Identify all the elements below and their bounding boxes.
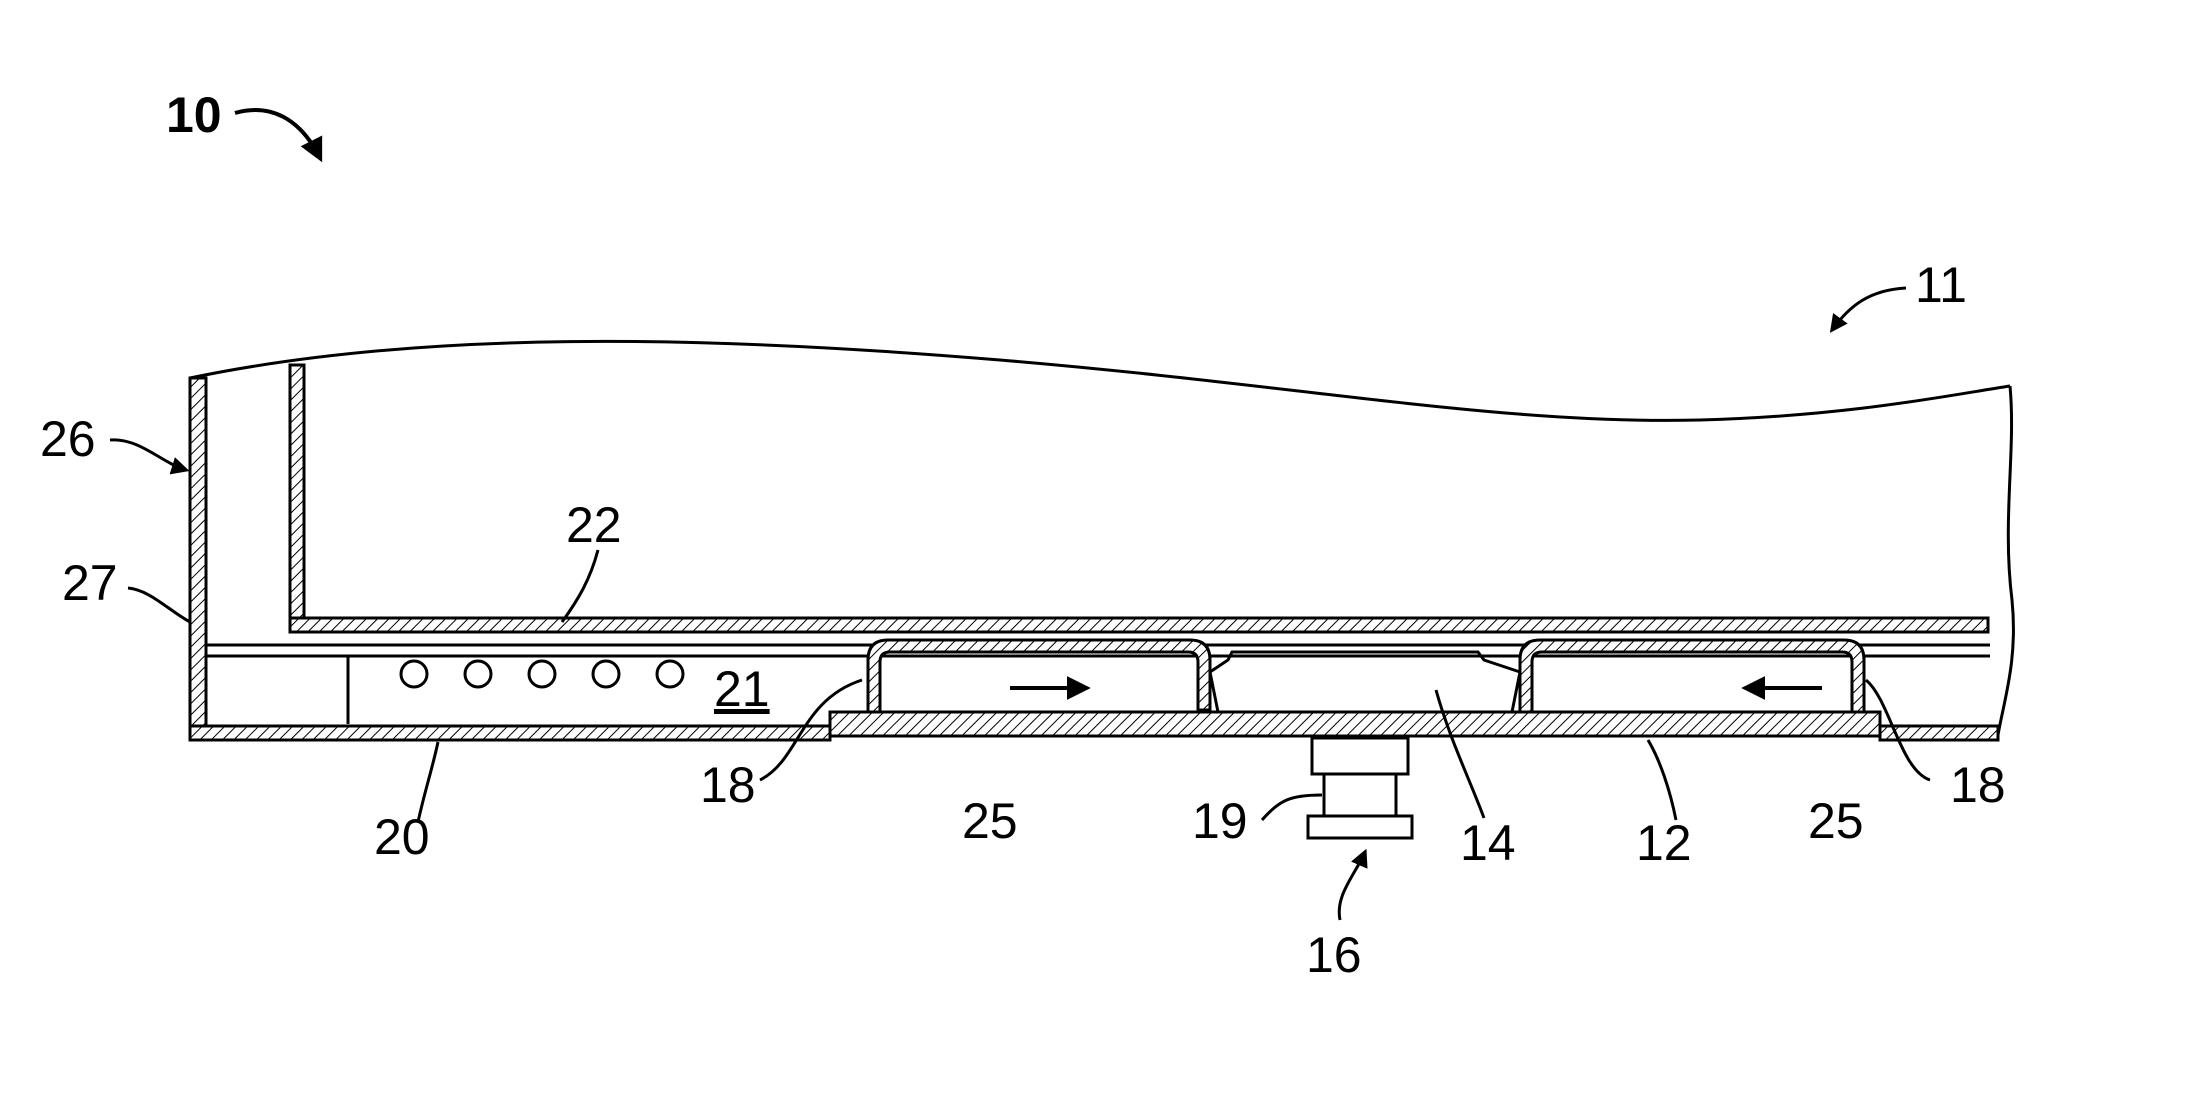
end-wall <box>190 378 206 740</box>
inner-vertical-wall <box>290 365 304 630</box>
label-top-wall: 22 <box>566 497 622 553</box>
leader-base-plate <box>1648 740 1676 820</box>
label-side-wall-left: 18 <box>700 757 756 813</box>
label-flow-right: 25 <box>1808 793 1864 849</box>
housing <box>190 341 2013 735</box>
fastener <box>1308 738 1412 838</box>
label-fastener: 19 <box>1192 793 1248 849</box>
label-end-wall: 26 <box>40 411 96 467</box>
label-fastener-assembly: 16 <box>1306 927 1362 983</box>
housing-break-line <box>190 341 2010 420</box>
leader-center-portion <box>1436 690 1484 818</box>
fastener-head <box>1312 738 1408 774</box>
fastener-nut <box>1308 816 1412 838</box>
leader-corner <box>128 588 190 622</box>
label-assembly: 10 <box>166 87 222 143</box>
side-wall-right <box>1520 640 1864 712</box>
air-hole <box>593 661 619 687</box>
assembly-arrow <box>235 110 320 158</box>
base-plate <box>830 712 1880 736</box>
air-hole <box>657 661 683 687</box>
top-wall <box>290 618 1988 632</box>
label-side-wall-right: 18 <box>1950 757 2006 813</box>
label-flow-left: 25 <box>962 793 1018 849</box>
air-hole <box>465 661 491 687</box>
air-holes <box>401 661 683 687</box>
label-bottom-wall: 20 <box>374 809 430 865</box>
housing-arrow <box>1832 288 1906 330</box>
bottom-wall-left <box>190 726 830 740</box>
label-base-plate: 12 <box>1636 815 1692 871</box>
air-hole <box>401 661 427 687</box>
label-air-channel: 21 <box>714 661 770 717</box>
fastener-assembly-arrow <box>1339 852 1365 920</box>
fastener-shank <box>1324 774 1396 816</box>
side-wall-left <box>868 640 1210 712</box>
end-wall-arrow <box>110 440 186 470</box>
label-corner: 27 <box>62 555 118 611</box>
label-housing: 11 <box>1915 257 1967 313</box>
air-hole <box>529 661 555 687</box>
leader-top-wall <box>562 550 598 622</box>
housing-right-edge <box>1998 386 2013 735</box>
label-center-portion: 14 <box>1460 815 1516 871</box>
